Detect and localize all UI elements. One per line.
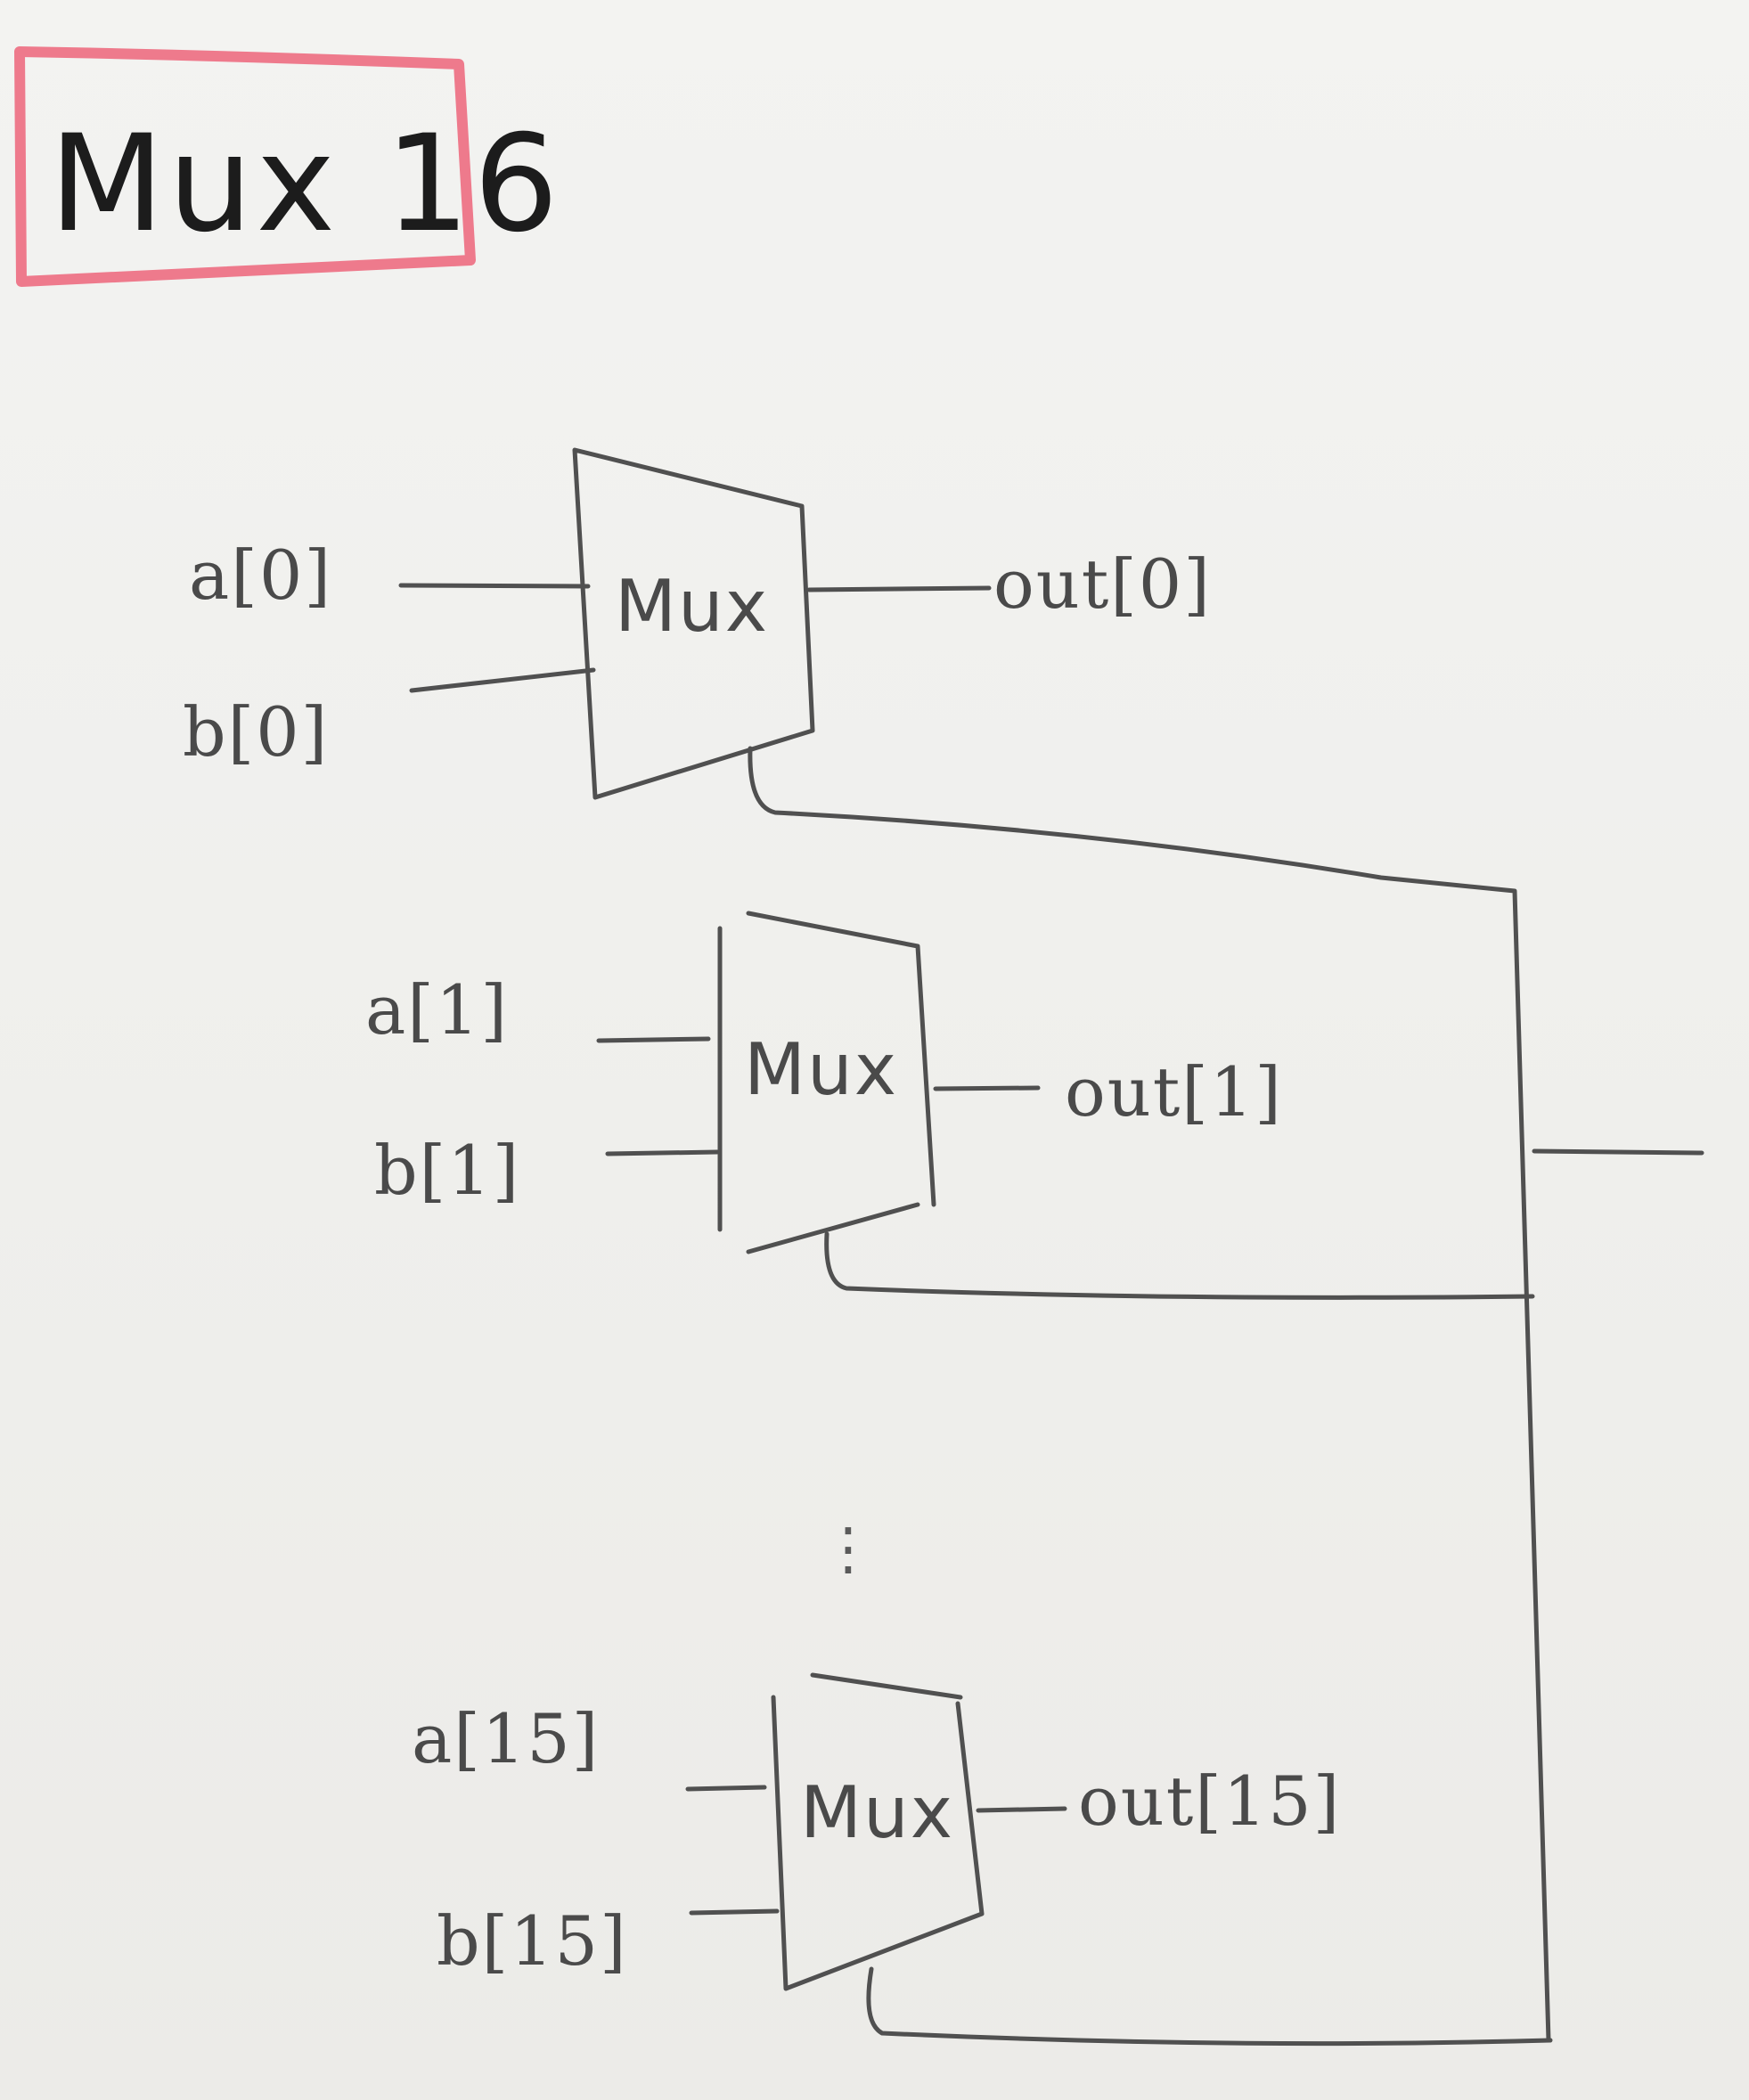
mux-0-body bbox=[572, 447, 815, 800]
mux-1-body bbox=[717, 911, 936, 1254]
mux-15-label-a: a[15] bbox=[412, 1699, 600, 1778]
mux-15-label-out: out[15] bbox=[1078, 1761, 1341, 1841]
mux-0-wire-out bbox=[806, 585, 992, 592]
sel-input-wire bbox=[1532, 1148, 1704, 1156]
mux-15-wire-out bbox=[976, 1806, 1067, 1813]
mux-1-label-a: a[1] bbox=[365, 970, 509, 1050]
mux-0-label-out: out[0] bbox=[993, 544, 1212, 624]
mux-15: a[15] b[15] Mux out[15] bbox=[412, 1672, 1341, 1991]
title-box: Mux 16 bbox=[14, 46, 562, 287]
sel-wire-mux-0 bbox=[748, 746, 1551, 2043]
mux-0-label-b: b[0] bbox=[183, 692, 329, 772]
mux-15-name: Mux bbox=[800, 1771, 954, 1854]
mux-1-label-b: b[1] bbox=[374, 1131, 520, 1210]
mux-15-label-b: b[15] bbox=[437, 1901, 628, 1981]
sel-bus bbox=[748, 746, 1704, 2047]
mux-15-wire-b bbox=[689, 1908, 780, 1916]
mux-1: a[1] b[1] Mux out[1] bbox=[365, 911, 1283, 1254]
title-highlight-frame bbox=[14, 46, 476, 287]
sel-wire-mux-15 bbox=[866, 1966, 1553, 2047]
mux-1-wire-a bbox=[596, 1036, 711, 1043]
mux-1-label-out: out[1] bbox=[1065, 1052, 1283, 1132]
mux-15-body bbox=[771, 1672, 985, 1991]
sel-wire-mux-1 bbox=[824, 1231, 1535, 1300]
mux-1-wire-out bbox=[933, 1085, 1041, 1091]
mux-15-wire-a bbox=[685, 1785, 767, 1792]
mux-0: a[0] b[0] Mux out[0] bbox=[183, 447, 1212, 800]
diagram-title: Mux 16 bbox=[49, 107, 562, 262]
ellipsis-more-muxes: ⋮ bbox=[820, 1516, 877, 1582]
mux-1-name: Mux bbox=[744, 1028, 898, 1111]
mux-0-name: Mux bbox=[615, 565, 769, 648]
mux-1-wire-b bbox=[605, 1149, 720, 1156]
mux-0-label-a: a[0] bbox=[189, 535, 332, 615]
mux-0-wire-a bbox=[398, 583, 591, 589]
mux-0-wire-b bbox=[409, 667, 596, 693]
